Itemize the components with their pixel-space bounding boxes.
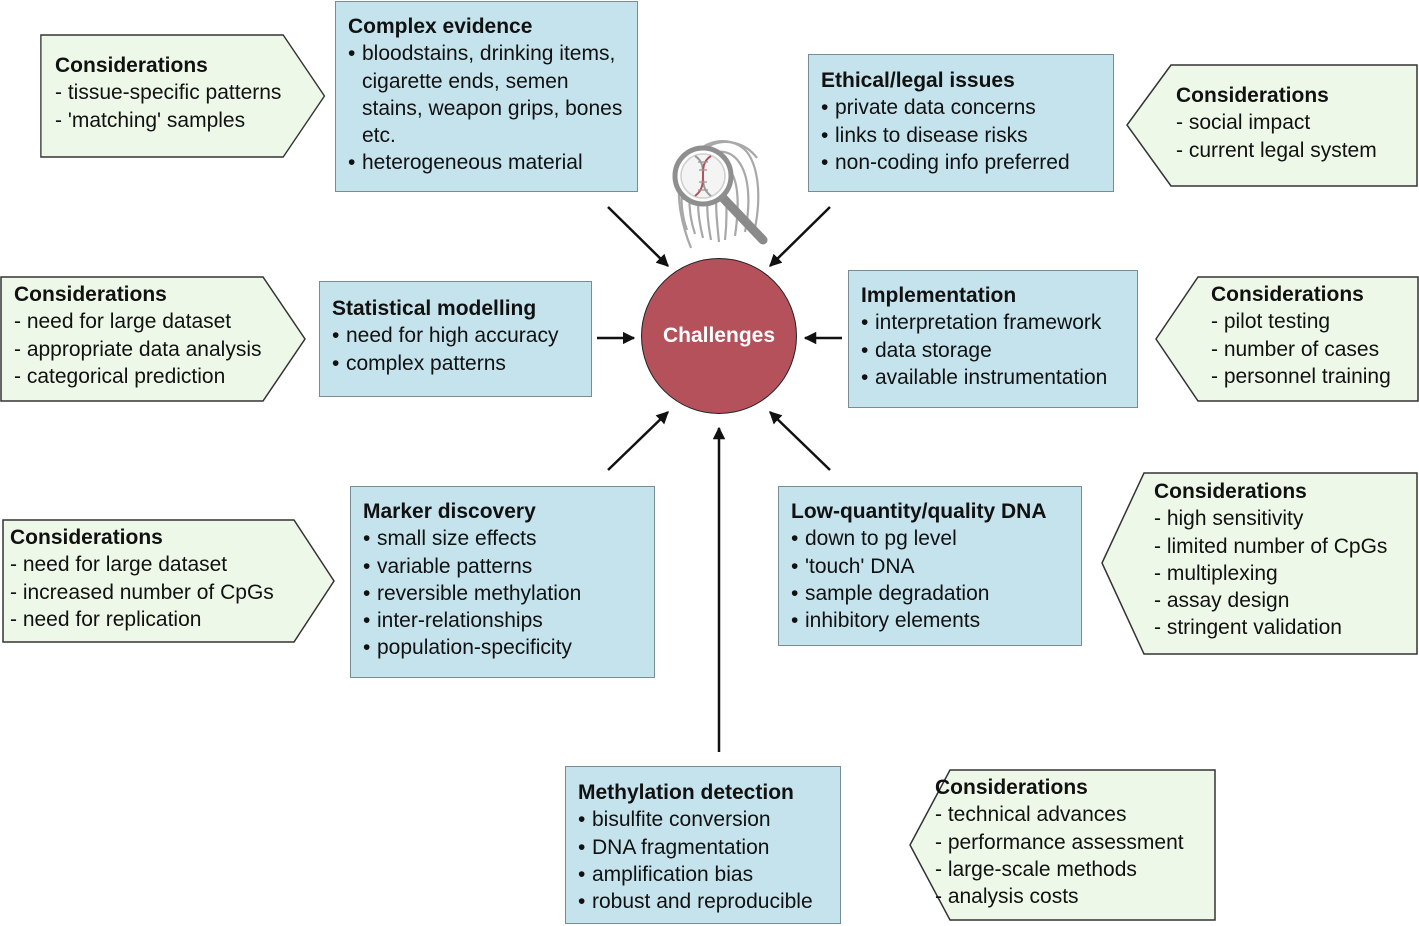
marker-discovery-item: inter-relationships — [363, 607, 642, 635]
methylation-detection-box: Methylation detection bisulfite conversi… — [565, 766, 841, 924]
considerations-title: Considerations — [935, 776, 1088, 799]
considerations-item: current legal system — [1176, 137, 1377, 164]
considerations-title: Considerations — [14, 283, 167, 306]
statistical-modelling-item: complex patterns — [332, 350, 579, 378]
methylation-detection-item: robust and reproducible — [578, 888, 828, 916]
low-quantity-dna-item: 'touch' DNA — [791, 553, 1069, 581]
low-quantity-dna-box: Low-quantity/quality DNA down to pg leve… — [778, 486, 1082, 646]
considerations-lowquantity: Considerations high sensitivity limited … — [1101, 472, 1418, 655]
considerations-marker: Considerations need for large dataset in… — [2, 519, 335, 643]
implementation-box: Implementation interpretation framework … — [848, 270, 1138, 408]
arrow-complex-evidence — [607, 206, 669, 267]
considerations-item: large-scale methods — [935, 856, 1184, 883]
considerations-item: limited number of CpGs — [1154, 533, 1388, 560]
considerations-item: need for large dataset — [10, 551, 274, 578]
considerations-complex-evidence: Considerations tissue-specific patterns … — [40, 34, 326, 158]
considerations-item: increased number of CpGs — [10, 579, 274, 606]
considerations-item: technical advances — [935, 801, 1184, 828]
considerations-title: Considerations — [1211, 283, 1364, 306]
ethical-legal-item: private data concerns — [821, 94, 1101, 122]
considerations-methylation: Considerations technical advances perfor… — [909, 769, 1216, 921]
low-quantity-dna-item: inhibitory elements — [791, 607, 1069, 635]
considerations-item: pilot testing — [1211, 308, 1391, 335]
statistical-modelling-box: Statistical modelling need for high accu… — [319, 281, 592, 397]
considerations-title: Considerations — [10, 526, 163, 549]
low-quantity-dna-item: down to pg level — [791, 525, 1069, 553]
considerations-statistical: Considerations need for large dataset ap… — [0, 276, 306, 402]
statistical-modelling-item: need for high accuracy — [332, 322, 579, 350]
arrow-ethical — [769, 206, 831, 267]
considerations-item: personnel training — [1211, 363, 1391, 390]
arrow-lowquantity — [769, 411, 831, 471]
considerations-item: appropriate data analysis — [14, 336, 262, 363]
considerations-item: 'matching' samples — [55, 107, 281, 134]
considerations-ethical: Considerations social impact current leg… — [1126, 64, 1418, 187]
ethical-legal-box: Ethical/legal issues private data concer… — [808, 54, 1114, 192]
considerations-title: Considerations — [55, 54, 208, 77]
considerations-item: need for replication — [10, 606, 274, 633]
considerations-item: need for large dataset — [14, 308, 261, 335]
considerations-item: assay design — [1154, 587, 1387, 614]
complex-evidence-item: bloodstains, drinking items, cigarette e… — [348, 40, 625, 149]
ethical-legal-item: non-coding info preferred — [821, 149, 1101, 177]
considerations-item: number of cases — [1211, 336, 1391, 363]
considerations-item: tissue-specific patterns — [55, 79, 282, 106]
considerations-item: performance assessment — [935, 829, 1184, 856]
marker-discovery-item: reversible methylation — [363, 580, 642, 608]
complex-evidence-title: Complex evidence — [348, 15, 533, 38]
methylation-detection-item: DNA fragmentation — [578, 834, 828, 862]
considerations-item: analysis costs — [935, 883, 1184, 910]
considerations-title: Considerations — [1176, 84, 1329, 107]
considerations-item: stringent validation — [1154, 614, 1387, 641]
considerations-item: social impact — [1176, 109, 1377, 136]
methylation-detection-title: Methylation detection — [578, 781, 794, 804]
complex-evidence-item: heterogeneous material — [348, 149, 625, 177]
complex-evidence-box: Complex evidence bloodstains, drinking i… — [335, 1, 638, 192]
challenges-circle: Challenges — [641, 258, 797, 414]
ethical-legal-title: Ethical/legal issues — [821, 69, 1015, 92]
implementation-title: Implementation — [861, 284, 1017, 307]
considerations-item: multiplexing — [1154, 560, 1387, 587]
considerations-item: high sensitivity — [1154, 505, 1387, 532]
marker-discovery-item: variable patterns — [363, 553, 642, 581]
marker-discovery-title: Marker discovery — [363, 500, 536, 523]
considerations-implementation: Considerations pilot testing number of c… — [1155, 276, 1419, 402]
marker-discovery-box: Marker discovery small size effects vari… — [350, 486, 655, 678]
marker-discovery-item: population-specificity — [363, 634, 642, 662]
implementation-item: data storage — [861, 337, 1125, 365]
implementation-item: available instrumentation — [861, 364, 1125, 392]
considerations-title: Considerations — [1154, 480, 1307, 503]
statistical-modelling-title: Statistical modelling — [332, 297, 537, 320]
low-quantity-dna-item: sample degradation — [791, 580, 1069, 608]
low-quantity-dna-title: Low-quantity/quality DNA — [791, 500, 1047, 523]
fingerprint-magnifier-icon — [672, 140, 768, 249]
arrow-marker — [607, 411, 669, 471]
methylation-detection-item: bisulfite conversion — [578, 806, 828, 834]
challenges-label: Challenges — [662, 324, 776, 347]
ethical-legal-item: links to disease risks — [821, 122, 1101, 150]
considerations-item: categorical prediction — [14, 363, 261, 390]
marker-discovery-item: small size effects — [363, 525, 642, 553]
implementation-item: interpretation framework — [861, 309, 1125, 337]
methylation-detection-item: amplification bias — [578, 861, 828, 889]
